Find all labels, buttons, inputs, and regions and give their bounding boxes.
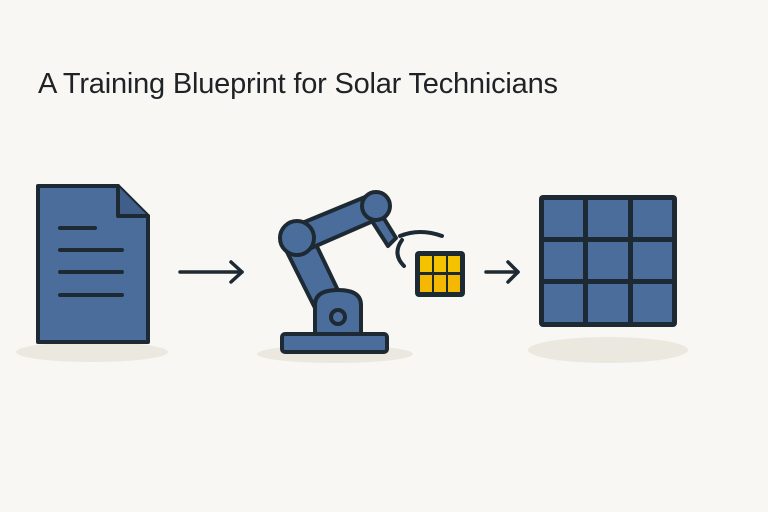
arrow-right-icon: [484, 260, 520, 284]
document-icon: [36, 184, 150, 344]
solar-cell-icon: [415, 251, 465, 297]
arrow-right-icon: [178, 260, 244, 284]
document-shadow: [16, 342, 168, 362]
solar-panel-icon: [539, 195, 677, 327]
page-title: A Training Blueprint for Solar Technicia…: [38, 68, 558, 100]
panel-shadow: [528, 337, 688, 363]
robotic-arm-icon: [278, 190, 444, 354]
